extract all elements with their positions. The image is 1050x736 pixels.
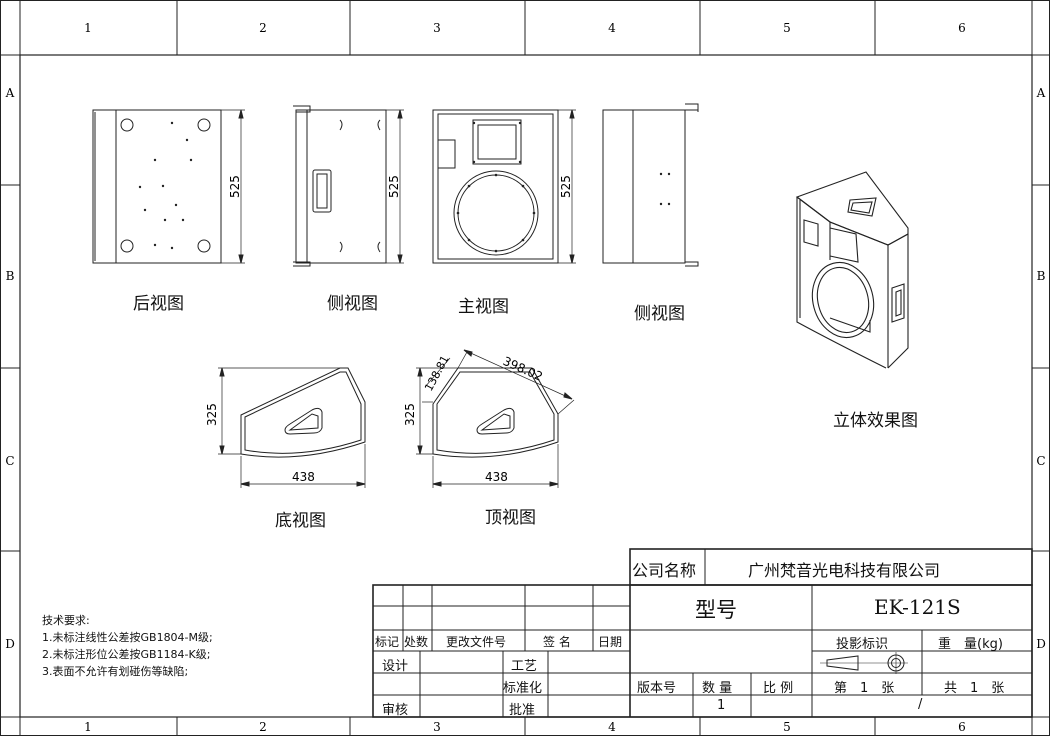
side-left-dim-height: 525 — [387, 175, 401, 198]
iso-view-label: 立体效果图 — [833, 411, 918, 431]
bottom-view-label: 底视图 — [275, 511, 326, 531]
top-dim-small: 138.81 — [422, 353, 452, 393]
side-view-right — [602, 103, 699, 267]
isometric-view — [795, 171, 909, 369]
sheet-number: 第 1 张 — [834, 681, 895, 696]
col-label: 6 — [958, 21, 966, 35]
sheet-total: 共 1 张 — [944, 681, 1005, 696]
rev-header-count: 处数 — [404, 635, 429, 649]
rev-header-doc: 更改文件号 — [446, 635, 507, 649]
note-item: 2.未标注形位公差按GB1184-K级; — [42, 648, 211, 661]
col-label: 1 — [84, 21, 92, 35]
technical-notes: 技术要求: 1.未标注线性公差按GB1804-M级; 2.未标注形位公差按GB1… — [42, 612, 213, 680]
row-label: B — [1037, 269, 1046, 283]
rev-header-date: 日期 — [598, 635, 623, 649]
design-label: 设计 — [382, 659, 409, 674]
row-label: C — [5, 454, 14, 468]
col-label: 4 — [608, 21, 616, 35]
top-dim-diagonal: 398.02 — [501, 354, 545, 384]
version-label: 版本号 — [637, 681, 677, 696]
standard-label: 标准化 — [503, 681, 543, 696]
row-label: D — [5, 637, 15, 651]
rev-header-mark: 标记 — [375, 635, 400, 649]
row-label: C — [1036, 454, 1045, 468]
scale-label: 比 例 — [763, 681, 794, 696]
front-dim-height: 525 — [559, 175, 573, 198]
bottom-dim-width: 438 — [292, 470, 315, 484]
row-label: A — [1036, 86, 1046, 100]
row-label: B — [6, 269, 15, 283]
bottom-view — [218, 367, 366, 488]
rear-view-label: 后视图 — [133, 294, 184, 314]
col-label: 4 — [608, 720, 616, 734]
craft-label: 工艺 — [511, 659, 538, 674]
top-dim-height: 325 — [403, 403, 417, 426]
company-name: 广州梵音光电科技有限公司 — [748, 561, 941, 580]
col-label: 1 — [84, 720, 92, 734]
side-view-right-label: 侧视图 — [634, 304, 685, 324]
note-item: 3.表面不允许有划碰伤等缺陷; — [42, 665, 189, 678]
projection-label: 投影标识 — [836, 637, 889, 652]
front-view-label: 主视图 — [458, 297, 509, 317]
model-label: 型号 — [695, 598, 737, 622]
side-view-left-label: 侧视图 — [327, 294, 378, 314]
col-label: 5 — [783, 720, 791, 734]
quantity-value: 1 — [717, 698, 726, 713]
quantity-label: 数 量 — [702, 681, 733, 696]
weight-label: 重 量(kg) — [938, 637, 1003, 652]
approve-label: 批准 — [509, 703, 536, 718]
bottom-dim-height: 325 — [205, 403, 219, 426]
col-label: 5 — [783, 21, 791, 35]
rear-view — [92, 109, 245, 264]
col-label: 3 — [433, 720, 441, 734]
notes-title: 技术要求: — [42, 614, 90, 627]
rev-header-sign: 签 名 — [543, 635, 571, 649]
rear-dim-height: 525 — [228, 175, 242, 198]
row-label: A — [5, 86, 15, 100]
row-label: D — [1036, 637, 1046, 651]
side-view-left — [293, 105, 404, 267]
front-view — [432, 109, 576, 264]
title-block-grid — [372, 548, 1033, 718]
col-label: 6 — [958, 720, 966, 734]
top-dim-width: 438 — [485, 470, 508, 484]
slash-mark: / — [918, 697, 923, 712]
note-item: 1.未标注线性公差按GB1804-M级; — [42, 631, 213, 644]
col-label: 3 — [433, 21, 441, 35]
col-label: 2 — [259, 720, 267, 734]
col-label: 2 — [259, 21, 267, 35]
top-view — [416, 349, 575, 488]
model-value: EK-121S — [874, 595, 961, 619]
top-view-label: 顶视图 — [485, 508, 536, 528]
company-label: 公司名称 — [632, 561, 697, 580]
review-label: 审核 — [382, 703, 409, 718]
